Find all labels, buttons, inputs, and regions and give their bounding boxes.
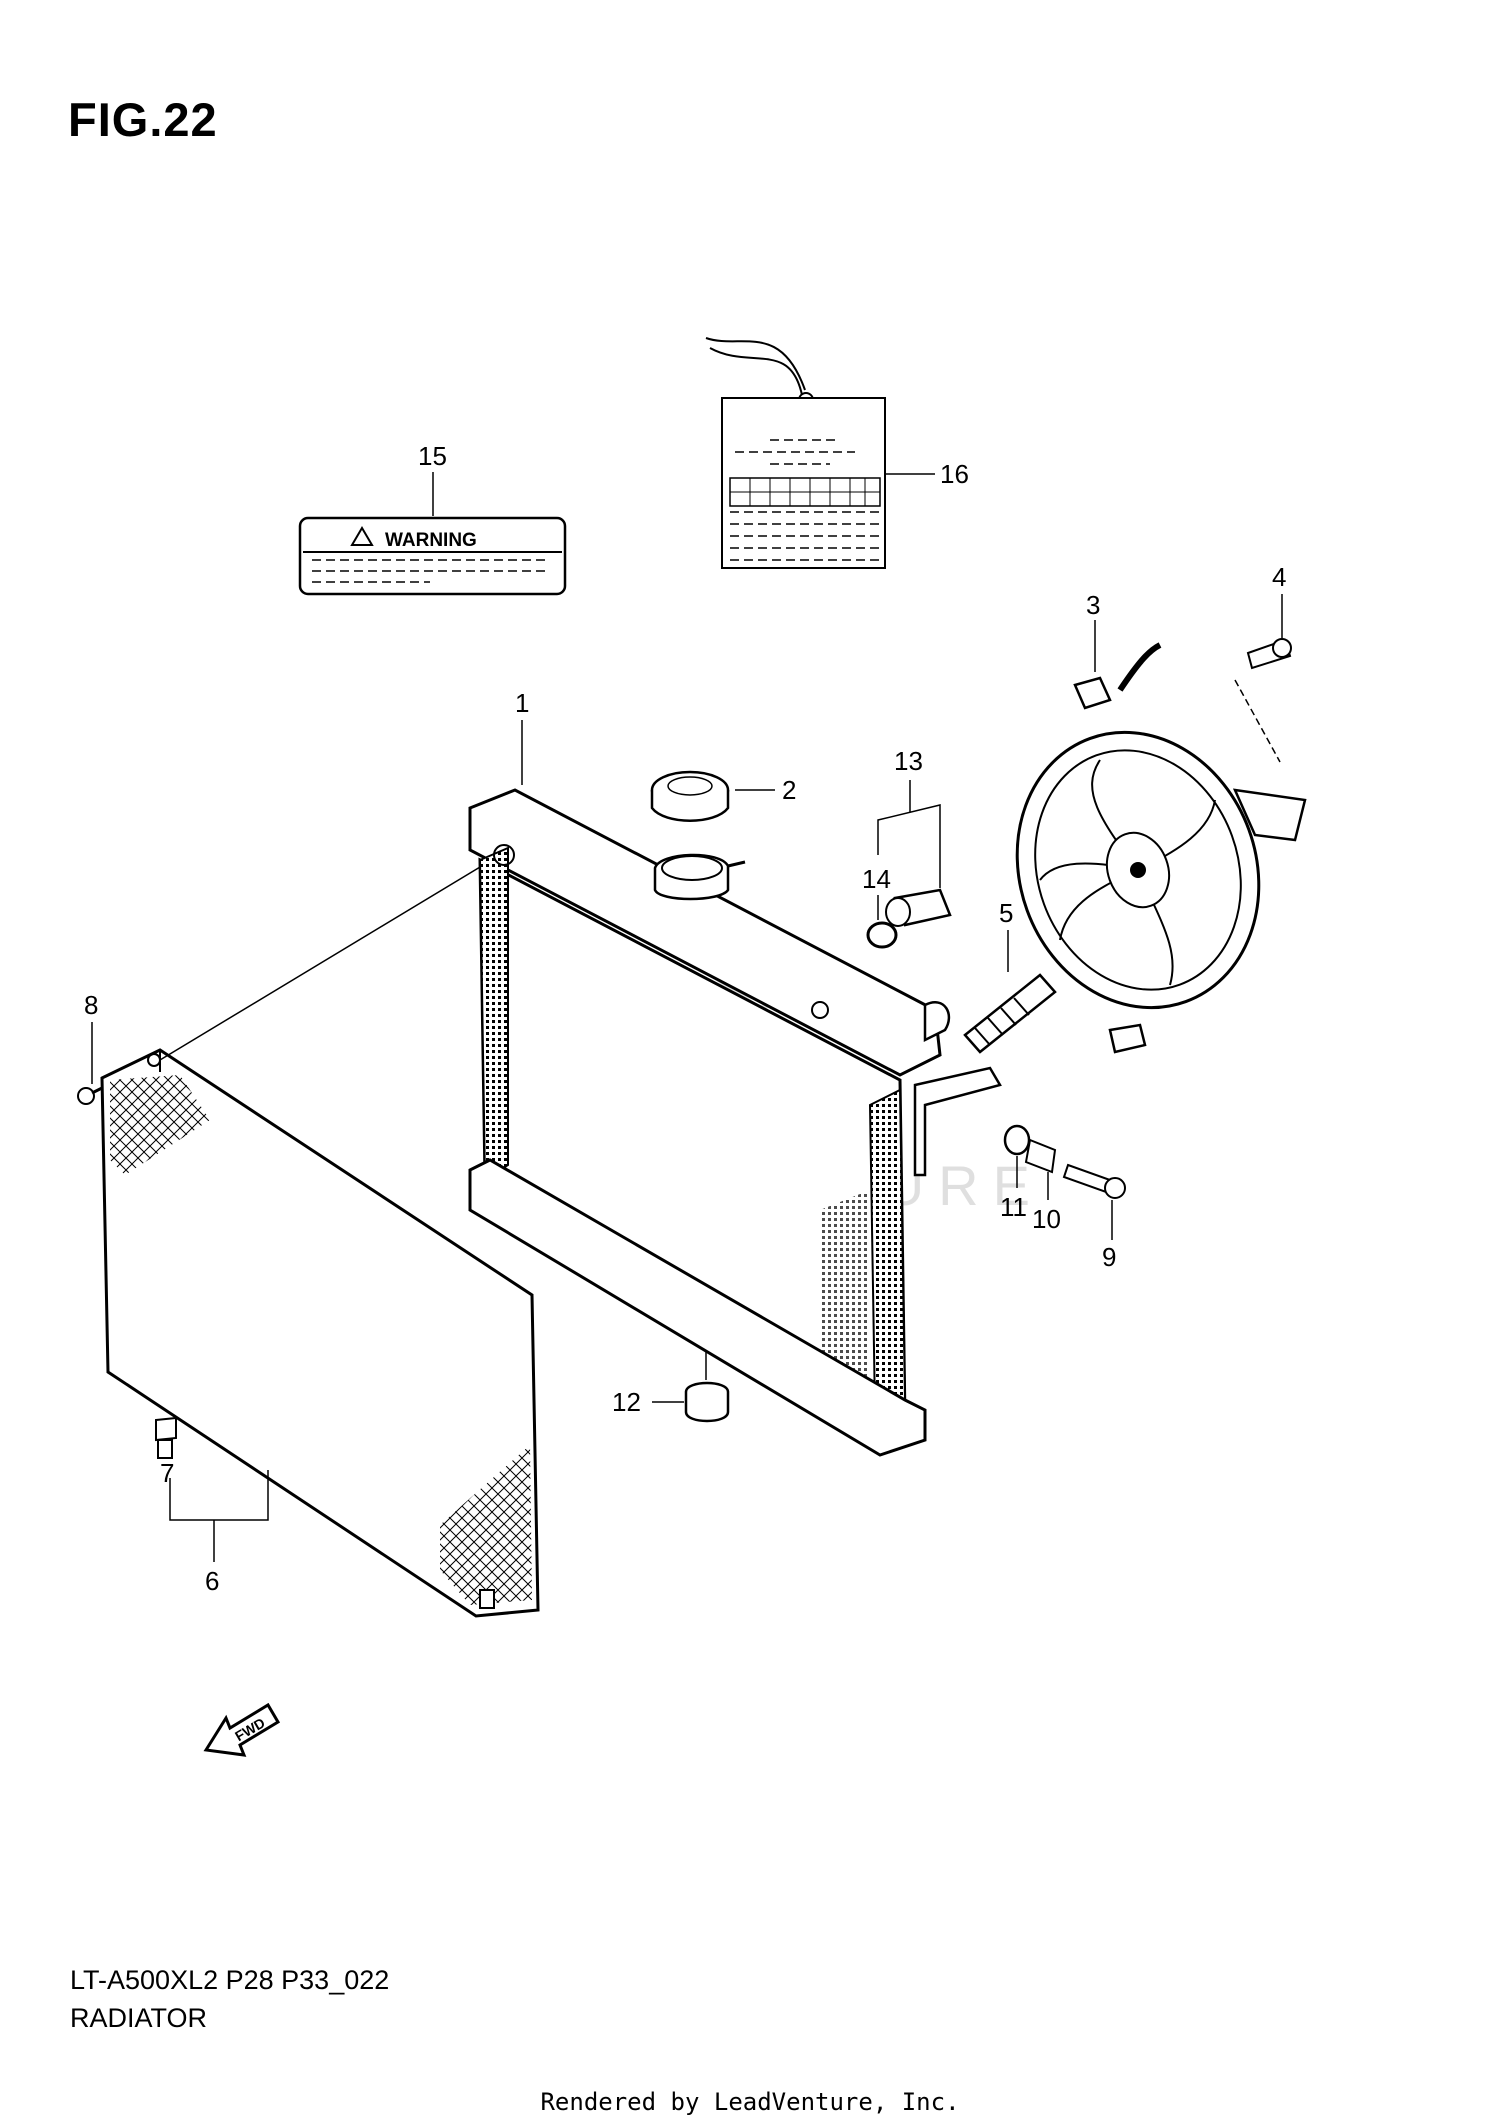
callout-1: 1	[515, 688, 529, 718]
radiator-screen-part	[100, 1048, 540, 1618]
callout-8: 8	[84, 990, 98, 1020]
callout-16: 16	[940, 459, 969, 489]
collar-part-10	[1024, 1138, 1057, 1174]
radiator-cap-part	[650, 770, 730, 822]
warning-text: WARNING	[385, 530, 477, 551]
bolt-part-4	[1246, 638, 1292, 670]
callout-10: 10	[1032, 1204, 1061, 1234]
o-ring-part	[866, 921, 898, 949]
grommet-part-12	[684, 1381, 730, 1423]
callouts: 1 2 3 4 5 6 7 8 9 10 11 12 13 14 15 16	[84, 441, 1286, 1596]
warning-label-part: WARNING	[298, 516, 567, 596]
screw-part-8	[77, 1086, 103, 1105]
callout-9: 9	[1102, 1242, 1116, 1272]
grommet-part-11	[1003, 1124, 1031, 1156]
callout-6: 6	[205, 1566, 219, 1596]
radiator-part	[468, 788, 1002, 1457]
rendered-by-credit: Rendered by LeadVenture, Inc.	[540, 2088, 960, 2116]
callout-5: 5	[999, 898, 1013, 928]
hang-tag-part	[705, 337, 886, 569]
bolt-part-9	[1062, 1163, 1126, 1199]
figure-title: FIG.22	[68, 93, 218, 146]
thermo-switch-part	[885, 888, 952, 927]
callout-4: 4	[1272, 562, 1286, 592]
callout-12: 12	[612, 1387, 641, 1417]
model-code: LT-A500XL2 P28 P33_022	[70, 1965, 390, 1995]
callout-7: 7	[160, 1458, 174, 1488]
callout-14: 14	[862, 864, 891, 894]
callout-15: 15	[418, 441, 447, 471]
clip-part-7	[155, 1416, 177, 1442]
callout-2: 2	[782, 775, 796, 805]
figure-name: RADIATOR	[70, 2003, 208, 2033]
cooling-fan-part	[1015, 642, 1307, 1054]
callout-3: 3	[1086, 590, 1100, 620]
hose-part	[963, 973, 1057, 1054]
callout-11: 11	[1000, 1192, 1027, 1222]
forward-arrow-icon: FWD	[203, 1702, 281, 1757]
callout-13: 13	[894, 746, 923, 776]
